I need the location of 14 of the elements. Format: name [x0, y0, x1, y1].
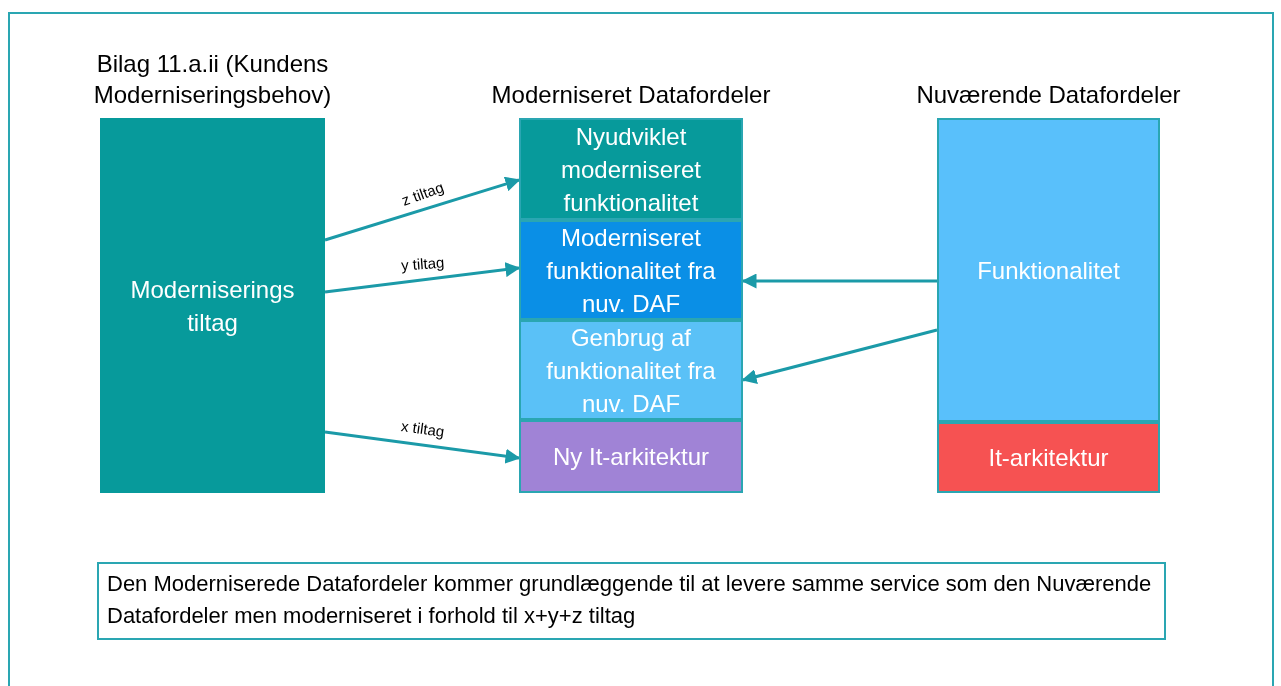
section-box: Ny It-arkitektur [519, 420, 743, 493]
section-box: Genbrug af funktionalitet fra nuv. DAF [519, 320, 743, 420]
note-box: Den Moderniserede Datafordeler kommer grundlæggende til at levere samme service som den Nuværende Datafordeler men moderniseret i forhold til x+y+z tiltag [97, 562, 1166, 640]
arrow [324, 176, 521, 242]
column-heading: Moderniseret Datafordeler [490, 80, 772, 110]
requirement-box: Moderniserings tiltag [100, 118, 325, 493]
column-heading: Nuværende Datafordeler [915, 80, 1182, 110]
section-box: Nyudviklet moderniseret funktionalitet [519, 118, 743, 220]
column-heading: Bilag 11.a.ii (Kundens Moderniseringsbehov) [92, 49, 333, 110]
section-box: Funktionalitet [937, 118, 1160, 422]
arrow [324, 430, 521, 464]
section-box: It-arkitektur [937, 422, 1160, 493]
arrow [324, 262, 521, 294]
section-box: Moderniseret funktionalitet fra nuv. DAF [519, 220, 743, 320]
